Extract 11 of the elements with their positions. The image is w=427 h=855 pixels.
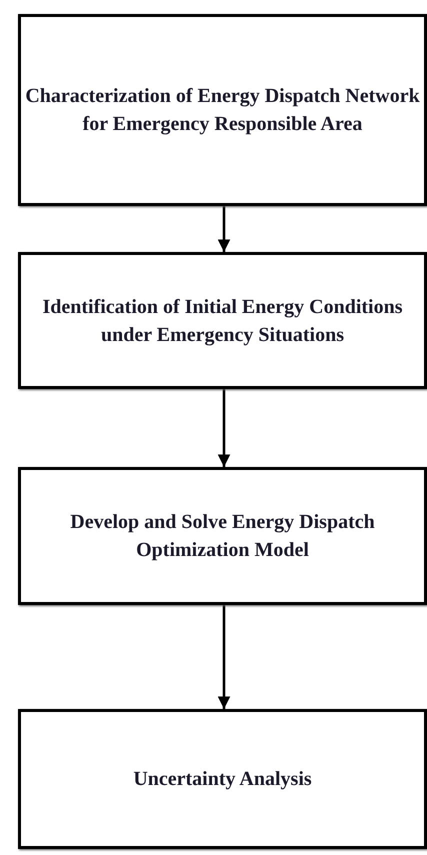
arrow (218, 389, 230, 467)
process-box (18, 14, 427, 206)
process-box (18, 467, 427, 605)
arrow (218, 605, 230, 709)
step-text: Uncertainty Analysis (132, 767, 313, 792)
process-box (18, 709, 427, 849)
step-text: Develop and Solve Energy Dispatch Optimization Model (69, 510, 376, 563)
step-text: Characterization of Energy Dispatch Network for Emergency Responsible Area (24, 84, 421, 137)
arrow (218, 206, 230, 252)
step-text: Identification of Initial Energy Conditions under Emergency Situations (41, 294, 404, 348)
process-box (18, 252, 427, 389)
